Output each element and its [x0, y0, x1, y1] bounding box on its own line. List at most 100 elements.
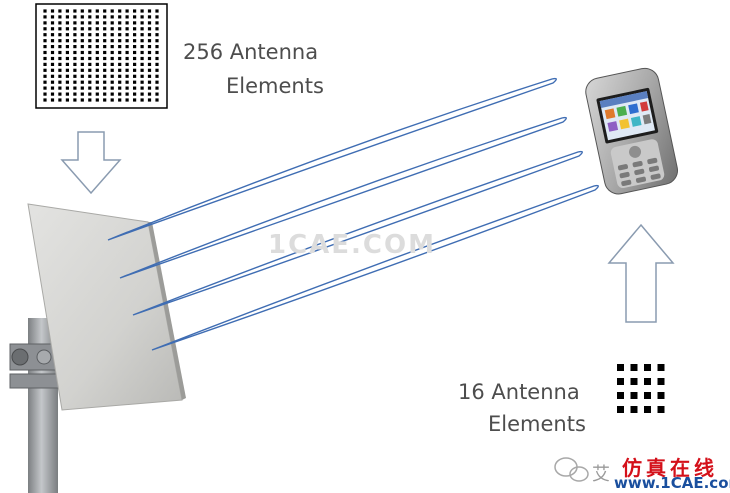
beam-4	[151, 184, 599, 351]
antenna-element	[110, 74, 114, 78]
antenna-element	[110, 33, 114, 37]
antenna-element	[103, 27, 107, 31]
antenna-element	[133, 33, 137, 37]
antenna-element	[140, 98, 144, 102]
antenna-element	[110, 39, 114, 43]
antenna-element	[140, 50, 144, 55]
antenna-element	[65, 45, 69, 49]
antenna-element	[58, 56, 62, 61]
up-arrow-icon	[607, 223, 675, 323]
antenna-element	[88, 27, 92, 31]
antenna-element	[140, 27, 144, 31]
antenna-element	[118, 33, 122, 37]
antenna-element	[125, 98, 129, 102]
antenna-element	[43, 80, 47, 84]
antenna-element	[617, 364, 624, 371]
antenna-element	[65, 86, 69, 90]
antenna-element	[95, 80, 99, 84]
antenna-element	[50, 33, 55, 37]
antenna-element	[133, 27, 137, 31]
antenna-element	[88, 21, 92, 25]
antenna-element	[95, 45, 99, 49]
antenna-element	[140, 62, 144, 66]
antenna-element	[118, 86, 122, 90]
antenna-element	[80, 92, 84, 96]
antenna-element	[133, 62, 137, 66]
antenna-element	[65, 92, 69, 96]
antenna-element	[73, 33, 77, 37]
antenna-element	[155, 15, 159, 19]
antenna-element	[65, 15, 69, 19]
antenna-element	[133, 80, 137, 84]
antenna-element	[147, 92, 152, 96]
antenna-element	[155, 98, 159, 102]
antenna-element	[88, 92, 92, 96]
antenna-element	[65, 9, 69, 13]
antenna-element	[43, 92, 47, 96]
antenna-element	[50, 27, 55, 31]
antenna-element	[147, 45, 152, 49]
antenna-element	[133, 45, 137, 49]
antenna-element	[73, 15, 77, 19]
antenna-element	[73, 80, 77, 84]
antenna-element	[73, 56, 77, 61]
antenna-element	[125, 56, 129, 61]
antenna-element	[88, 68, 92, 72]
antenna-element	[118, 50, 122, 55]
antenna-element	[43, 9, 47, 13]
antenna-element	[133, 74, 137, 78]
antenna-element	[88, 56, 92, 61]
antenna-element	[125, 74, 129, 78]
antenna-element	[43, 33, 47, 37]
antenna-element	[125, 50, 129, 55]
antenna-element	[50, 56, 55, 61]
antenna-element	[65, 50, 69, 55]
antenna-element	[147, 86, 152, 90]
antenna-element	[95, 92, 99, 96]
antenna-element	[118, 92, 122, 96]
antenna-element	[43, 45, 47, 49]
antenna-element	[95, 68, 99, 72]
antenna-element	[617, 378, 624, 385]
antenna-element	[73, 9, 77, 13]
antenna-element	[133, 68, 137, 72]
antenna-element	[125, 21, 129, 25]
antenna-element	[147, 98, 152, 102]
antenna-element	[73, 74, 77, 78]
mobile-phone	[585, 67, 678, 195]
antenna-element	[140, 39, 144, 43]
antenna-element	[58, 86, 62, 90]
antenna-element	[95, 62, 99, 66]
antenna-element	[155, 56, 159, 61]
antenna-element	[147, 62, 152, 66]
antenna-element	[50, 45, 55, 49]
antenna-element	[147, 80, 152, 84]
antenna-element	[95, 86, 99, 90]
antenna-element	[644, 392, 651, 399]
antenna-element	[58, 15, 62, 19]
antenna-element	[110, 56, 114, 61]
antenna-element	[147, 15, 152, 19]
antenna-element	[140, 80, 144, 84]
large-array-label-line2: Elements	[226, 74, 324, 98]
antenna-element	[80, 39, 84, 43]
antenna-element	[110, 98, 114, 102]
antenna-element	[630, 378, 638, 385]
antenna-element	[133, 15, 137, 19]
antenna-element	[657, 364, 665, 371]
antenna-element	[125, 80, 129, 84]
antenna-element	[80, 9, 84, 13]
antenna-element	[155, 86, 159, 90]
antenna-element	[140, 86, 144, 90]
wechat-icon	[554, 457, 589, 482]
antenna-element	[155, 45, 159, 49]
antenna-element	[95, 9, 99, 13]
antenna-element	[103, 68, 107, 72]
antenna-element	[80, 27, 84, 31]
antenna-element	[617, 406, 624, 413]
antenna-element	[125, 15, 129, 19]
antenna-element	[140, 21, 144, 25]
antenna-element	[644, 378, 651, 385]
antenna-element	[73, 62, 77, 66]
antenna-element	[103, 98, 107, 102]
